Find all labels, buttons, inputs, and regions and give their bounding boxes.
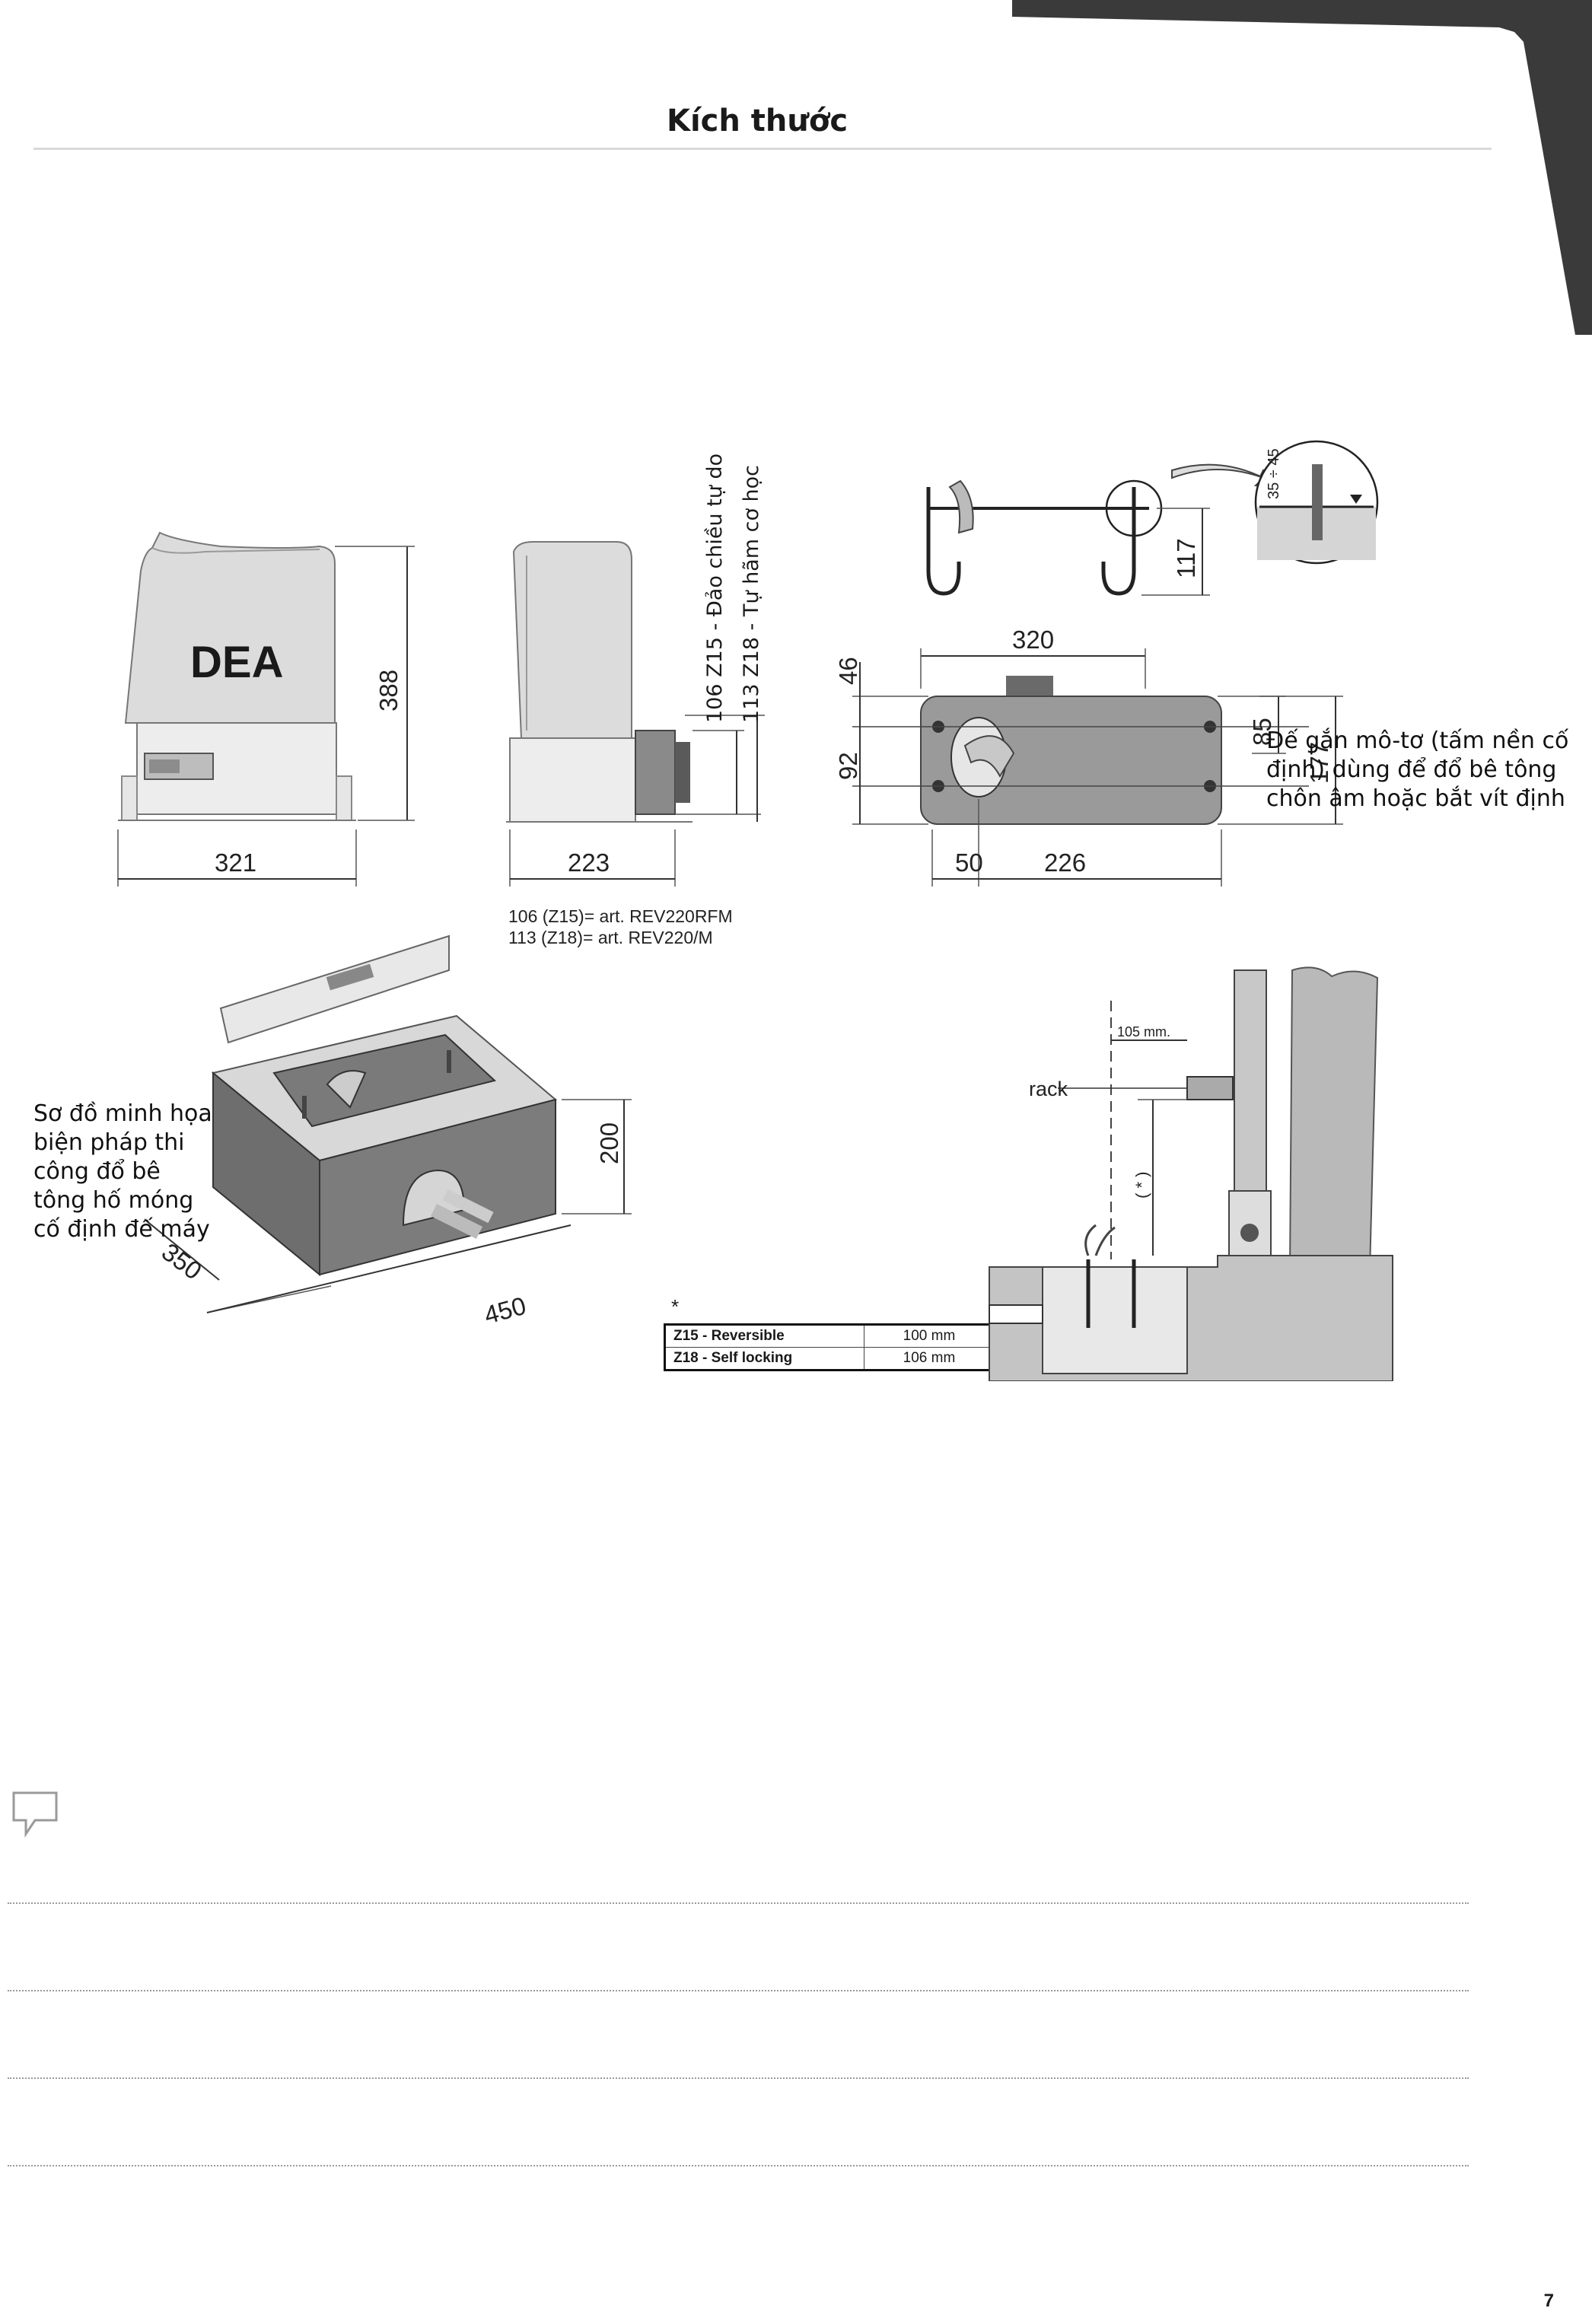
dim-226: 226 <box>1044 848 1086 877</box>
page-number: 7 <box>1543 2291 1554 2311</box>
operator-side-view <box>506 541 693 823</box>
comment-icon <box>12 1791 58 1838</box>
rack-height-table: Z15 - Reversible 100 mm Z18 - Self locki… <box>664 1323 996 1371</box>
dim-105mm: 105 mm. <box>1117 1024 1170 1039</box>
table-cell-label: Z18 - Self locking <box>664 1347 864 1371</box>
detail-35-45: 35 ÷ 45 <box>1266 448 1282 499</box>
rack-label: rack <box>1029 1078 1068 1100</box>
dim-113-z18-label: 113 Z18 - Tự hãm cơ học <box>740 464 763 723</box>
table-cell-value: 100 mm <box>864 1324 995 1348</box>
ref-line-113: 113 (Z18)= art. REV220/M <box>508 928 713 947</box>
dim-92: 92 <box>837 752 862 780</box>
dim-200: 200 <box>595 1122 623 1164</box>
dim-450: 450 <box>481 1291 529 1329</box>
table-asterisk: * <box>671 1295 680 1318</box>
page-title: Kích thước <box>666 103 849 138</box>
dim-320: 320 <box>1012 626 1054 654</box>
table-cell-value: 106 mm <box>864 1347 995 1371</box>
notes-line <box>8 2165 1469 2166</box>
baseplate-note: Đế gắn mô-tơ (tấm nền cố định) dùng để đ… <box>1266 727 1569 812</box>
dim-350: 350 <box>157 1237 207 1285</box>
foundation-note: Sơ đồ minh họa biện pháp thi công đổ bê … <box>33 1100 212 1243</box>
dim-46: 46 <box>837 657 862 685</box>
dea-logo: DEA <box>190 638 283 687</box>
corner-tab-decoration <box>1012 0 1592 335</box>
dim-106-z15-label: 106 Z15 - Đảo chiều tự do <box>703 453 727 723</box>
baseplate-drawing: 35 ÷ 45 117 320 46 92 85 177 50 226 <box>837 440 1379 887</box>
table-row: Z15 - Reversible 100 mm <box>664 1324 995 1348</box>
star-dim-label: ( * ) <box>1132 1172 1151 1199</box>
notes-line <box>8 2077 1469 2079</box>
ref-line-106: 106 (Z15)= art. REV220RFM <box>508 906 733 926</box>
dim-85: 85 <box>1248 718 1276 746</box>
dim-117: 117 <box>1172 538 1200 578</box>
notes-line <box>8 1902 1469 1904</box>
notes-line <box>8 1990 1469 1991</box>
table-cell-label: Z15 - Reversible <box>664 1324 864 1348</box>
foundation-drawing: 200 350 450 <box>145 934 632 1329</box>
dim-321: 321 <box>215 848 256 877</box>
dim-223: 223 <box>568 848 610 877</box>
operator-front-view <box>118 531 356 821</box>
dim-177: 177 <box>1305 742 1333 784</box>
table-row: Z18 - Self locking 106 mm <box>664 1347 995 1371</box>
dim-388: 388 <box>374 670 403 712</box>
operator-views-drawing: DEA 388 321 223 <box>117 531 765 887</box>
title-divider <box>33 148 1492 150</box>
dim-50: 50 <box>955 848 983 877</box>
installation-section-drawing: 105 mm. rack ( * ) <box>989 966 1393 1381</box>
